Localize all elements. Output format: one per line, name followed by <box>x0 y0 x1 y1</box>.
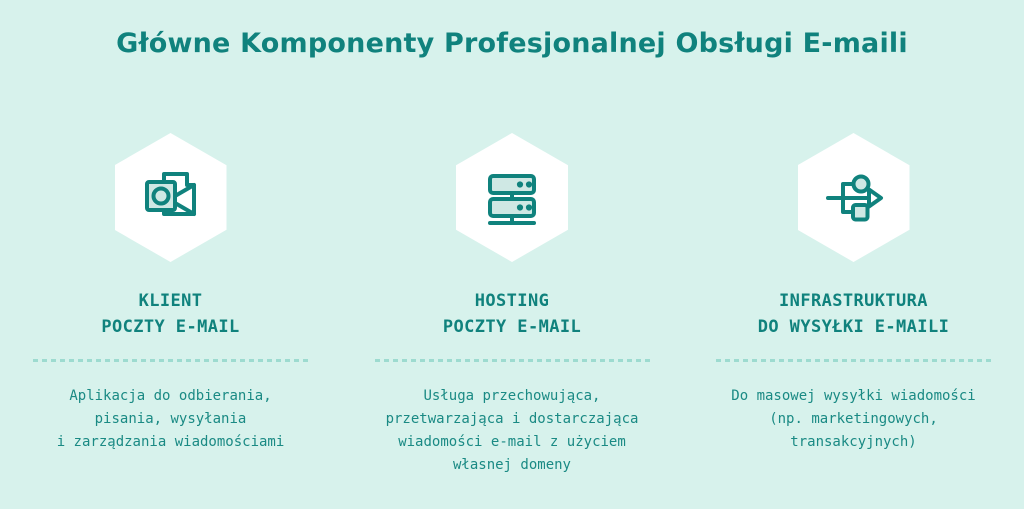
hexagon-badge-mail-hosting <box>456 133 568 262</box>
description-line: pisania, wysyłania <box>94 410 247 427</box>
description-line: Usługa przechowująca, <box>423 387 601 404</box>
component-column-mail-hosting: HOSTING POCZTY E-MAIL Usługa przechowują… <box>342 125 683 477</box>
heading-line: POCZTY E-MAIL <box>442 317 582 338</box>
component-description-mail-hosting: Usługa przechowująca, przetwarzająca i d… <box>386 385 639 477</box>
heading-line: HOSTING <box>474 291 550 311</box>
dashed-divider <box>716 358 991 362</box>
components-columns: KLIENT POCZTY E-MAIL Aplikacja do odbier… <box>0 125 1024 477</box>
description-line: transakcyjnych) <box>790 433 917 450</box>
heading-line: INFRASTRUKTURA <box>779 291 928 311</box>
description-line: wiadomości e-mail z użyciem <box>398 433 626 450</box>
mail-hosting-server-icon <box>488 173 536 225</box>
email-client-icon <box>144 171 196 216</box>
description-line: (np. marketingowych, <box>769 410 938 427</box>
description-line: i zarządzania wiadomościami <box>56 433 285 450</box>
component-description-sending-infrastructure: Do masowej wysyłki wiadomości (np. marke… <box>731 385 975 454</box>
description-line: własnej domeny <box>452 456 571 473</box>
component-heading-sending-infrastructure: INFRASTRUKTURA DO WYSYŁKI E-MAILI <box>758 288 949 341</box>
component-column-email-client: KLIENT POCZTY E-MAIL Aplikacja do odbier… <box>0 125 341 477</box>
heading-line: POCZTY E-MAIL <box>101 317 240 338</box>
component-description-email-client: Aplikacja do odbierania, pisania, wysyła… <box>57 385 285 454</box>
dashed-divider <box>374 358 650 362</box>
dashed-divider <box>33 358 308 362</box>
description-line: przetwarzająca i dostarczająca <box>385 410 639 427</box>
description-line: Do masowej wysyłki wiadomości <box>731 387 976 404</box>
heading-line: KLIENT <box>138 291 203 311</box>
component-heading-email-client: KLIENT POCZTY E-MAIL <box>101 288 239 341</box>
email-sending-infrastructure-icon <box>825 174 883 221</box>
page-title: Główne Komponenty Profesjonalnej Obsługi… <box>116 28 908 59</box>
component-heading-mail-hosting: HOSTING POCZTY E-MAIL <box>443 288 581 341</box>
hexagon-badge-sending-infrastructure <box>797 133 910 262</box>
component-column-sending-infrastructure: INFRASTRUKTURA DO WYSYŁKI E-MAILI Do mas… <box>683 125 1024 477</box>
heading-line: DO WYSYŁKI E-MAILI <box>757 317 950 338</box>
hexagon-badge-email-client <box>114 133 227 262</box>
description-line: Aplikacja do odbierania, <box>69 387 272 404</box>
